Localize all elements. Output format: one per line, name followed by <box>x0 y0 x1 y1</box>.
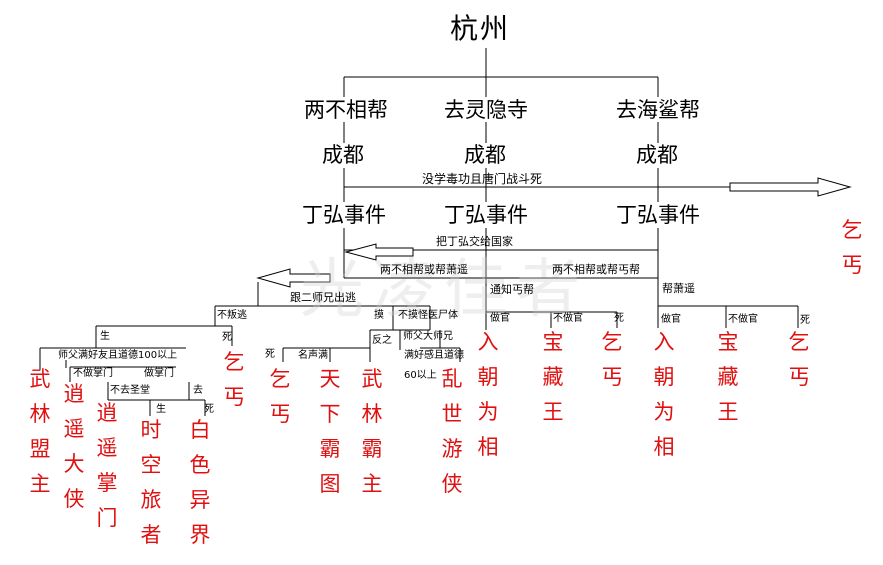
edge-fame-full: 名声满 <box>298 350 328 361</box>
edge-hand-over: 把丁弘交给国家 <box>436 235 513 248</box>
edge-die-b: 死 <box>265 349 275 360</box>
edge-follow-senior: 跟二师兄出逃 <box>290 291 356 304</box>
ending-luanshi-youxia: 乱世游侠 <box>441 367 463 496</box>
edge-live: 生 <box>100 331 110 342</box>
ending-wulin-mengzhu: 武林盟主 <box>29 367 51 496</box>
node-dinghong-mid: 丁弘事件 <box>444 203 528 227</box>
ending-beggar-a: 乞丐 <box>223 350 245 409</box>
node-chengdu-right: 成都 <box>636 143 678 167</box>
ending-baise-yijie: 白色异界 <box>189 418 211 547</box>
node-dinghong-left: 丁弘事件 <box>302 203 386 227</box>
ending-ruchao-1: 入朝为相 <box>477 330 499 459</box>
edge-no-sect-head: 不做掌门 <box>73 368 113 379</box>
edge-live-b: 生 <box>156 404 166 415</box>
ending-ruchao-2: 入朝为相 <box>653 330 675 459</box>
ending-xiaoyao-daxia: 逍遥大侠 <box>63 382 85 511</box>
edge-die-a: 死 <box>222 332 232 343</box>
edge-favor-moral: 满好感且道德 <box>404 350 464 361</box>
edge-die-c: 死 <box>204 404 214 415</box>
edge-no-escape: 不叛逃 <box>217 310 247 321</box>
edge-death-label: 没学毒功且唐门战斗死 <box>422 172 543 186</box>
ending-baozang-1: 宝藏王 <box>542 330 564 424</box>
edge-no-official-1: 不做官 <box>553 313 583 324</box>
node-haishabang: 去海鲨帮 <box>616 98 700 122</box>
edge-official-1: 做官 <box>490 313 510 324</box>
node-chengdu-left: 成都 <box>322 143 364 167</box>
ending-beggar-b: 乞丐 <box>269 367 291 426</box>
edge-touch: 摸 <box>374 310 384 321</box>
edge-notify-beggar: 通知丐帮 <box>490 283 534 296</box>
ending-shikong-lvzhe: 时空旅者 <box>140 418 162 547</box>
edge-master-senior: 师父大师兄 <box>403 331 453 342</box>
ending-beggar-d: 乞丐 <box>788 330 810 389</box>
node-liangbuxiangbang: 两不相帮 <box>304 98 388 122</box>
edge-be-sect-head: 做掌门 <box>144 368 174 379</box>
watermark: 光凌佳者 <box>300 253 588 327</box>
node-dinghong-right: 丁弘事件 <box>616 203 700 227</box>
edge-no-shrine: 不去圣堂 <box>110 385 150 396</box>
edge-two-help-beggar: 两不相帮或帮丐帮 <box>552 263 640 276</box>
ending-beggar-right: 乞丐 <box>841 218 863 277</box>
root-hangzhou: 杭州 <box>450 12 511 45</box>
ending-wulin-bazhu: 武林霸主 <box>361 367 383 496</box>
edge-two-help-xiao: 两不相帮或帮萧遥 <box>380 263 468 276</box>
ending-tianxia-batu: 天下霸图 <box>319 367 341 496</box>
ending-baozang-2: 宝藏王 <box>717 330 739 424</box>
edge-no-touch: 不摸怪医尸体 <box>398 310 458 321</box>
node-lingyinsi: 去灵隐寺 <box>444 98 528 122</box>
edge-sixty: 60以上 <box>404 370 437 381</box>
edge-no-official-2: 不做官 <box>728 314 758 325</box>
edge-official-2: 做官 <box>661 314 681 325</box>
edge-master-friendly: 师父满好友且道德100以上 <box>58 350 178 361</box>
edge-die-d: 死 <box>614 313 624 324</box>
ending-beggar-c: 乞丐 <box>601 330 623 389</box>
edge-die-e: 死 <box>800 315 810 326</box>
node-chengdu-mid: 成都 <box>464 143 506 167</box>
ending-xiaoyao-zhangmen: 逍遥掌门 <box>96 401 118 530</box>
edge-go: 去 <box>193 385 203 396</box>
edge-help-xiao: 帮萧遥 <box>662 282 695 295</box>
edge-reverse: 反之 <box>372 335 392 346</box>
